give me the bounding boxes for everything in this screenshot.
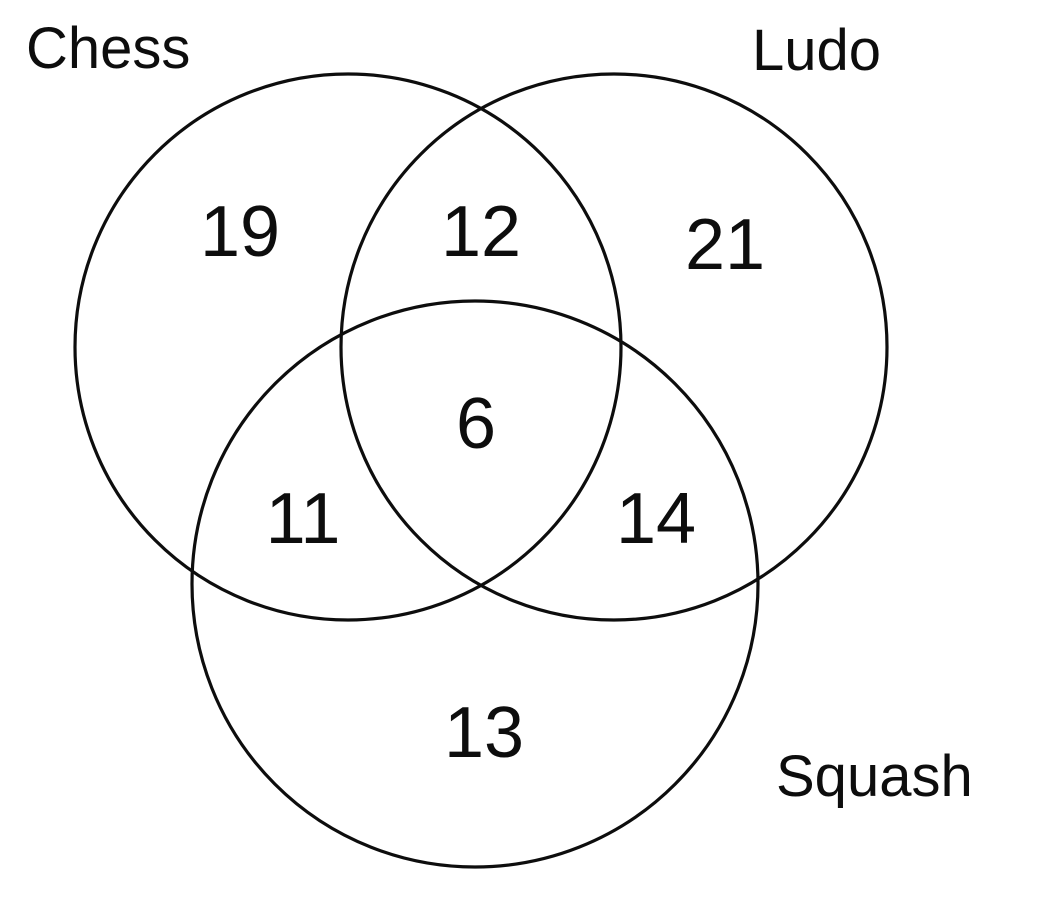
- region-value-chess-ludo: 12: [440, 192, 522, 272]
- region-value-ludo-only: 21: [684, 205, 766, 285]
- region-value-chess-ludo-squash: 6: [455, 384, 497, 464]
- set-circle-chess: [73, 72, 623, 622]
- set-circle-ludo: [339, 72, 889, 622]
- region-value-chess-squash: 11: [265, 479, 341, 559]
- set-circle-squash: [190, 299, 760, 869]
- region-value-squash-only: 13: [443, 693, 525, 773]
- region-value-ludo-squash: 14: [615, 479, 697, 559]
- region-value-chess-only: 19: [199, 192, 281, 272]
- set-label-squash: Squash: [776, 744, 973, 809]
- set-label-chess: Chess: [26, 16, 191, 81]
- set-label-ludo: Ludo: [752, 18, 882, 83]
